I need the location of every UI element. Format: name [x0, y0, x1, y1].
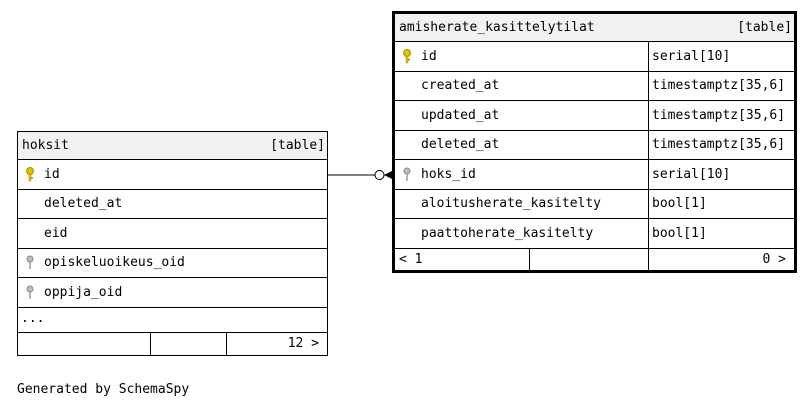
table-header: hoksit [table]	[18, 132, 327, 160]
column-name: opiskeluoikeus_oid	[44, 255, 185, 271]
column-name: deleted_at	[421, 137, 500, 153]
footer-spacer-cell	[530, 248, 649, 270]
column-row[interactable]: paattoherate_kasitelty bool[1]	[395, 219, 794, 249]
column-name: updated_at	[421, 107, 500, 123]
table-name: amisherate_kasittelytilat	[399, 20, 595, 35]
table-footer: < 1 0 >	[395, 248, 794, 270]
column-type: timestamptz[35,6]	[648, 71, 794, 100]
column-name: id	[44, 166, 60, 182]
footer-parents-cell	[18, 332, 151, 355]
column-name: deleted_at	[44, 196, 123, 212]
index-key-icon	[22, 285, 38, 300]
column-row[interactable]: created_at timestamptz[35,6]	[395, 71, 794, 101]
column-row[interactable]: hoks_id serial[10]	[395, 160, 794, 190]
table-header: amisherate_kasittelytilat [table]	[395, 14, 794, 42]
column-type: serial[10]	[648, 160, 794, 189]
column-row[interactable]: eid	[18, 219, 327, 249]
crowfoot-marker	[384, 171, 392, 179]
column-row[interactable]: deleted_at timestamptz[35,6]	[395, 130, 794, 160]
footer-spacer-cell	[151, 332, 227, 355]
primary-key-icon	[22, 166, 38, 182]
column-row[interactable]: oppija_oid	[18, 278, 327, 308]
table-kind: [table]	[737, 20, 792, 35]
column-row[interactable]: id	[18, 160, 327, 190]
table-kind: [table]	[270, 138, 325, 153]
column-name: id	[421, 48, 437, 64]
column-type: bool[1]	[648, 219, 794, 248]
column-type: serial[10]	[648, 42, 794, 71]
column-name: oppija_oid	[44, 284, 123, 300]
column-type: bool[1]	[648, 189, 794, 218]
column-type: timestamptz[35,6]	[648, 130, 794, 159]
column-name: created_at	[421, 78, 500, 94]
column-row[interactable]: updated_at timestamptz[35,6]	[395, 101, 794, 131]
footer-children-count[interactable]: 12 >	[287, 336, 319, 351]
footer-children-count[interactable]: 0 >	[762, 251, 786, 267]
column-row[interactable]: opiskeluoikeus_oid	[18, 249, 327, 278]
zero-optional-marker	[374, 170, 385, 180]
column-row[interactable]: aloitusherate_kasitelty bool[1]	[395, 189, 794, 219]
table-name: hoksit	[22, 138, 69, 153]
table-hoksit[interactable]: hoksit [table] id deleted_at eid opiskel…	[17, 131, 328, 356]
more-columns-indicator[interactable]: ...	[18, 308, 327, 333]
column-name: hoks_id	[421, 166, 476, 182]
column-name: aloitusherate_kasitelty	[421, 196, 602, 212]
column-name: paattoherate_kasitelty	[421, 225, 594, 241]
column-row[interactable]: id serial[10]	[395, 42, 794, 72]
table-amisherate-kasittelytilat[interactable]: amisherate_kasittelytilat [table] id ser…	[392, 11, 797, 273]
column-type: timestamptz[35,6]	[648, 101, 794, 130]
column-name: eid	[44, 225, 68, 241]
column-row[interactable]: deleted_at	[18, 190, 327, 219]
footer-parents-count[interactable]: < 1	[395, 248, 530, 270]
foreign-key-icon	[399, 167, 415, 182]
primary-key-icon	[399, 48, 415, 64]
index-key-icon	[22, 255, 38, 270]
generator-credit: Generated by SchemaSpy	[17, 382, 190, 397]
table-footer: 12 >	[18, 332, 327, 355]
